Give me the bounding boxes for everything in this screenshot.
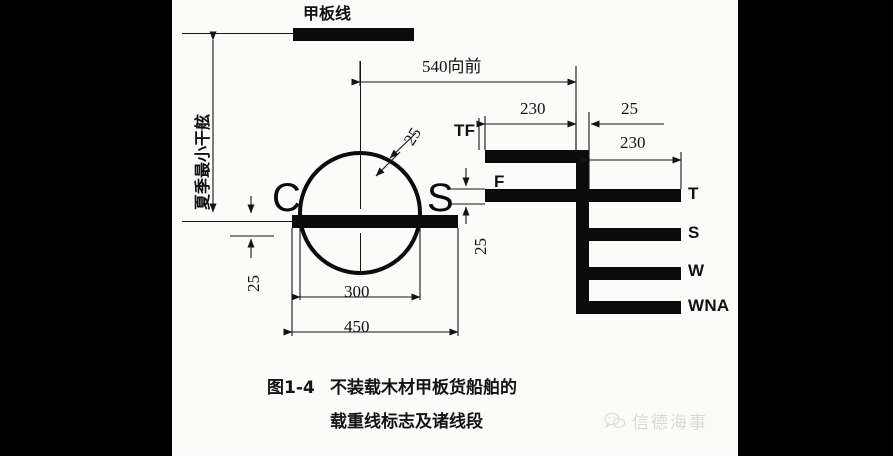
tf-label: TF: [454, 121, 476, 140]
wechat-icon: [604, 412, 626, 428]
disc-horizontal-bar: [292, 215, 458, 228]
spine-gap-label: 25: [621, 99, 638, 118]
f-line-bar: [485, 189, 589, 202]
forward-offset-label: 540向前: [422, 57, 482, 76]
caption-line-2: 载重线标志及诸线段: [330, 412, 483, 432]
deck-line-extension: [182, 33, 294, 34]
disc-center-line-lower: [360, 233, 361, 273]
disc-letter-s: S: [427, 176, 454, 220]
disc-outer-width-label: 450: [344, 317, 370, 336]
ring-thickness-callout: 25: [399, 124, 426, 149]
upper-arm-length-label: 230: [520, 99, 546, 118]
watermark: 信德海事: [604, 408, 708, 433]
s-label: S: [688, 223, 700, 242]
disc-center-line: [360, 61, 361, 209]
f-label: F: [494, 172, 505, 191]
w-line-bar: [576, 267, 681, 280]
deck-line-bar: [293, 28, 414, 41]
caption-line-1: 不装载木材甲板货船舶的: [330, 378, 517, 398]
letterbox-bar-left: [0, 0, 172, 456]
t-line-bar: [589, 189, 681, 202]
summer-load-line-extension: [182, 221, 292, 222]
letterbox-bar-right: [738, 0, 893, 456]
wna-label: WNA: [688, 296, 730, 315]
summer-min-freeboard-label: 夏季最小干舷: [193, 113, 212, 210]
t-label: T: [688, 184, 699, 203]
diagram-canvas: 甲板线 夏季最小干舷 C S 25 25 25 540向前 300 450: [172, 0, 738, 456]
disc-letter-c: C: [272, 176, 301, 220]
s-line-bar: [576, 228, 681, 241]
wna-line-bar: [576, 301, 681, 314]
disc-inner-width-label: 300: [344, 282, 370, 301]
tf-line-bar: [485, 150, 576, 163]
w-label: W: [688, 261, 705, 280]
bar-thickness-right-callout: 25: [471, 238, 490, 255]
caption-number: 图1-4: [267, 378, 315, 398]
deck-line-label: 甲板线: [303, 4, 352, 23]
lower-arm-length-label: 230: [620, 133, 646, 152]
watermark-text: 信德海事: [632, 413, 708, 433]
bar-thickness-left-callout: 25: [244, 275, 263, 292]
